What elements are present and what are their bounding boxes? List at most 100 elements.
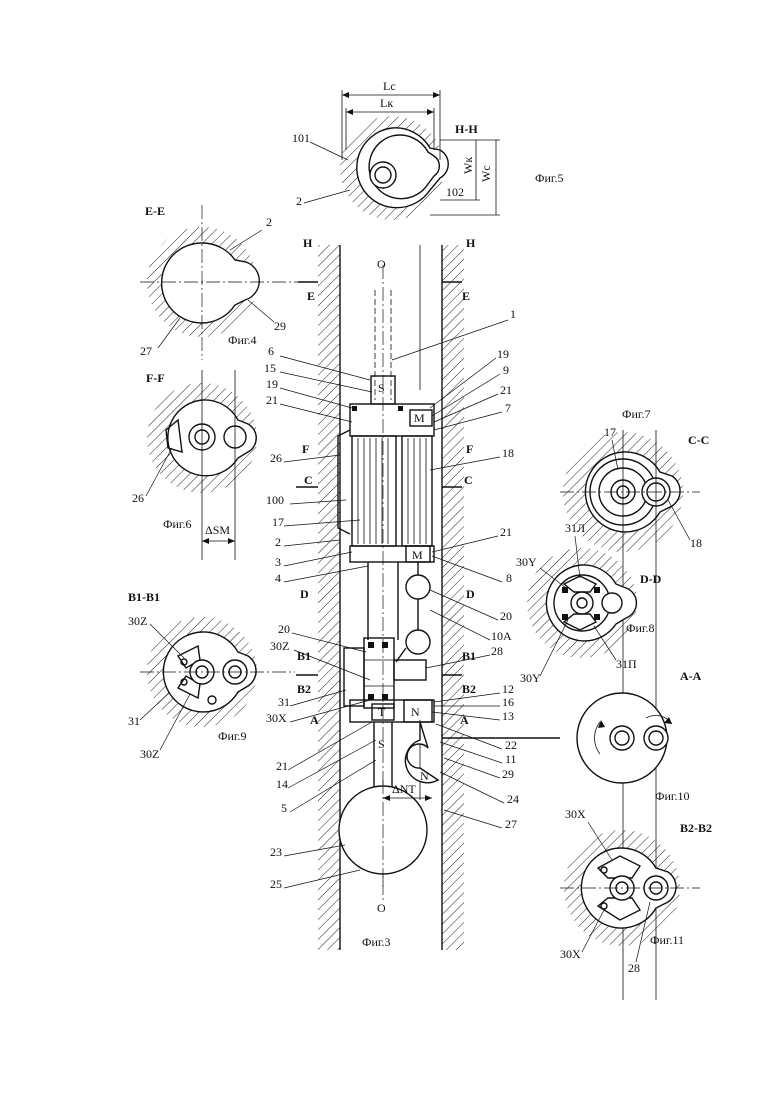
drawing-label: 30Y [516, 555, 537, 569]
drawing-label: Фиг.4 [228, 333, 256, 347]
drawing-label: B1 [462, 649, 476, 663]
axis-label-o-top: O [377, 257, 386, 271]
drawing-label: 31Л [565, 521, 585, 535]
drawing-label: Фиг.8 [626, 621, 654, 635]
drawing-label: Фиг.5 [535, 171, 563, 185]
drawing-label: 12 [502, 682, 514, 696]
drawing-label: 102 [446, 185, 464, 199]
drawing-label: 2 [296, 194, 302, 208]
figure-6-section-ff: F-F 26 Фиг.6 ΔSM [132, 370, 257, 560]
drawing-label: 29 [274, 319, 286, 333]
drawing-label: 30X [266, 711, 287, 725]
nozzle-label-n-lower: N [420, 769, 429, 783]
drawing-label: 4 [275, 571, 281, 585]
figure-4-section-ee: E-E 2 29 27 Фиг.4 [140, 204, 300, 360]
dimension-wk: Wк [461, 157, 475, 174]
drawing-label: 31 [278, 695, 290, 709]
drawing-label: A [460, 713, 469, 727]
drawing-label: 31 [128, 714, 140, 728]
drawing-label: E [462, 289, 470, 303]
drawing-label: F-F [146, 371, 165, 385]
shaft-label-s-bottom: S [378, 737, 385, 751]
drawing-label: 21 [500, 525, 512, 539]
figure-11-section-b2b2: B2-B2 30X 30X 28 Фиг.11 [560, 807, 712, 975]
drawing-label: 15 [264, 361, 276, 375]
drawing-label: E [307, 289, 315, 303]
gear-17-teeth [358, 438, 388, 544]
motor-label-m-mid: M [412, 548, 423, 562]
drawing-label: 30Y [520, 671, 541, 685]
lower-housing [350, 700, 434, 722]
drawing-label: 101 [292, 131, 310, 145]
drawing-label: 25 [270, 877, 282, 891]
gear-17 [352, 436, 396, 546]
drawing-label: 30Z [128, 614, 147, 628]
dimension-dnt: ΔNT [392, 782, 416, 796]
drawing-label: 2 [266, 215, 272, 229]
drawing-label: F [302, 442, 309, 456]
drawing-label: 6 [268, 344, 274, 358]
drawing-label: 27 [140, 344, 152, 358]
figure-3-main-assembly: O O S M [264, 236, 560, 950]
drawing-label: 7 [505, 401, 511, 415]
drawing-label: Фиг.6 [163, 517, 191, 531]
figure-10-section-aa: A-A Фиг.10 [577, 669, 702, 803]
drawing-label: B1-B1 [128, 590, 160, 604]
drawing-label: 28 [491, 644, 503, 658]
motor-label-m-top: M [414, 411, 425, 425]
drawing-label: Фиг.9 [218, 729, 246, 743]
drawing-label: 22 [505, 738, 517, 752]
drawing-label: B2 [297, 682, 311, 696]
drawing-label: 5 [281, 801, 287, 815]
shaft-label-t: T [378, 705, 386, 719]
drawing-label: 3 [275, 555, 281, 569]
figure-9-section-b1b1: B1-B1 30Z 31 30Z Фиг.9 [128, 590, 295, 761]
drawing-label: 8 [506, 571, 512, 585]
drawing-label: 21 [276, 759, 288, 773]
drawing-label: 30X [560, 947, 581, 961]
drawing-label: C [464, 473, 473, 487]
drawing-label: 13 [502, 709, 514, 723]
drawing-label: 26 [132, 491, 144, 505]
left-wall-hatching [318, 245, 340, 950]
drawing-label: 28 [628, 961, 640, 975]
drawing-label: 9 [503, 363, 509, 377]
drawing-label: Фиг.10 [655, 789, 689, 803]
drawing-label: 29 [502, 767, 514, 781]
drawing-label: 27 [505, 817, 517, 831]
drawing-label: 30Z [140, 747, 159, 761]
drawing-label: 10A [491, 629, 512, 643]
drawing-label: 20 [500, 609, 512, 623]
drawing-label: H-H [455, 122, 478, 136]
drawing-label: 14 [276, 777, 288, 791]
drawing-label: 21 [500, 383, 512, 397]
drawing-label: 19 [266, 377, 278, 391]
drawing-label: 20 [278, 622, 290, 636]
drawing-label: C [304, 473, 313, 487]
drawing-label: D-D [640, 572, 662, 586]
drawing-label: 1 [510, 307, 516, 321]
drawing-label: 30X [565, 807, 586, 821]
figure-5-section-hh: Lc Lк Wк Wc H-H 101 2 102 Фиг.5 [292, 79, 563, 220]
drawing-label: C-C [688, 433, 709, 447]
gear-18 [402, 436, 432, 546]
drawing-label: 17 [604, 425, 616, 439]
drawing-label: Фиг.7 [622, 407, 650, 421]
drawing-label: F [466, 442, 473, 456]
right-wall-hatching [442, 245, 464, 950]
drawing-label: B2 [462, 682, 476, 696]
drawing-label: 17 [272, 515, 284, 529]
drawing-label: H [303, 236, 313, 250]
drawing-label: 23 [270, 845, 282, 859]
drawing-label: 26 [270, 451, 282, 465]
drawing-label: 19 [497, 347, 509, 361]
dimension-lk: Lк [380, 96, 393, 110]
drawing-label: B2-B2 [680, 821, 712, 835]
drawing-label: H [466, 236, 476, 250]
nozzle-label-n-upper: N [411, 705, 420, 719]
shaft-label-s-top: S [378, 381, 385, 395]
drawing-label: 11 [505, 752, 517, 766]
drawing-label: 30Z [270, 639, 289, 653]
drawing-label: 31П [616, 657, 637, 671]
